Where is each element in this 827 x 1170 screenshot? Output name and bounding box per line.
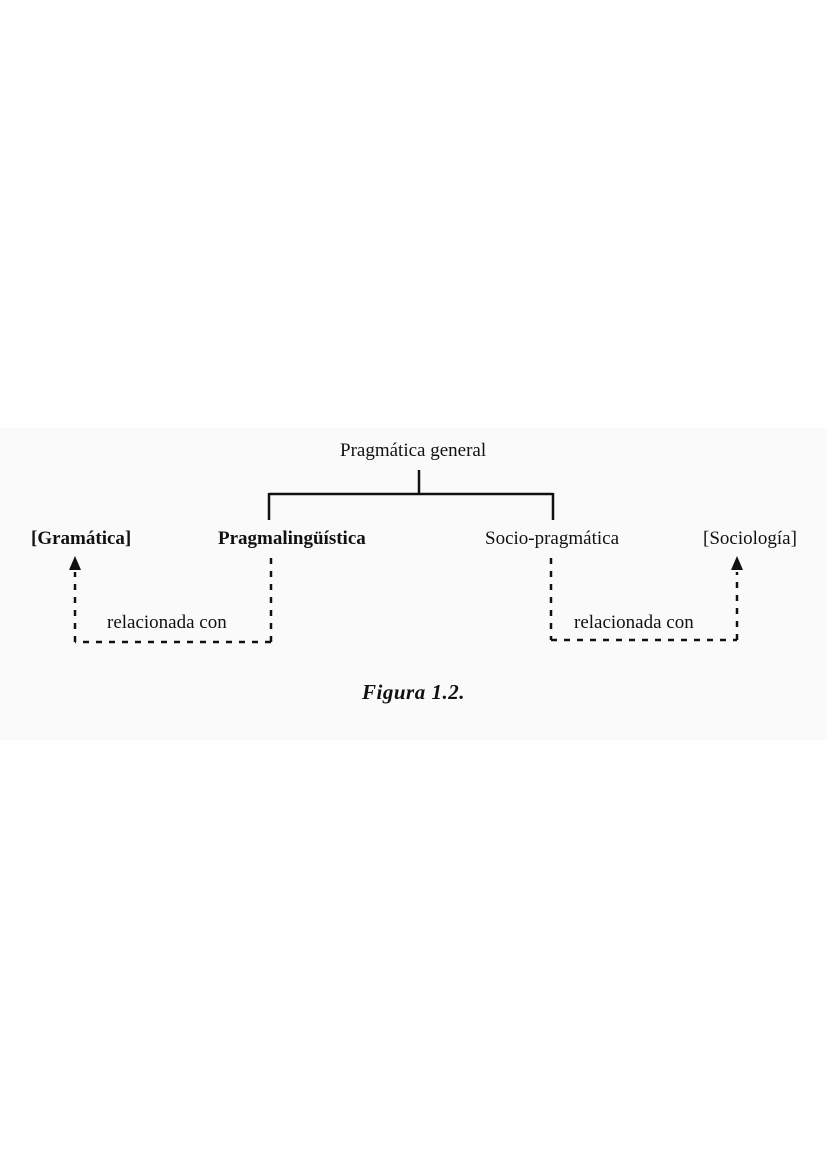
relation-label-left: relacionada con xyxy=(107,612,227,633)
relation-label-right: relacionada con xyxy=(574,612,694,633)
right-arrow-head-icon xyxy=(731,556,743,570)
related-node-grammar: [Gramática] xyxy=(31,528,132,549)
branch-node-pragmalinguistics: Pragmalingüística xyxy=(218,528,366,549)
root-node: Pragmática general xyxy=(340,440,487,461)
branch-node-sociopragmatics: Socio-pragmática xyxy=(485,528,620,549)
related-node-sociology: [Sociología] xyxy=(703,528,797,549)
left-arrow-head-icon xyxy=(69,556,81,570)
figure-caption: Figura 1.2. xyxy=(362,680,465,704)
right-relation-connector xyxy=(549,558,739,642)
left-relation-connector xyxy=(73,558,273,644)
figure-background xyxy=(0,428,827,740)
